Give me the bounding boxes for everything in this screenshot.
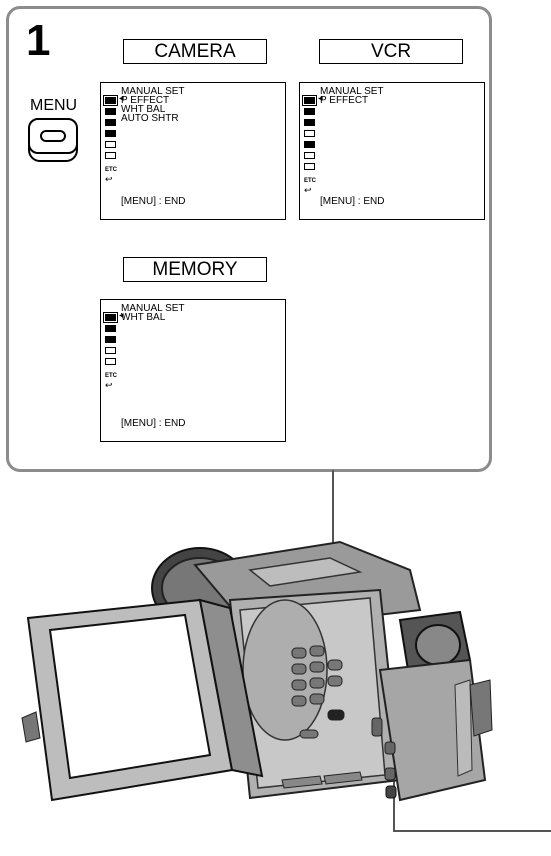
memory-menu-screen: MANUAL SET ETC ↩ WHT BAL [MENU] : END [100, 299, 286, 442]
camera-set-icon [105, 325, 119, 333]
lcd-set-icon [304, 119, 318, 127]
menu-button-label: MENU [30, 97, 78, 114]
menu-icon-column: ETC ↩ [103, 95, 124, 185]
menu-end-hint: [MENU] : END [121, 196, 186, 207]
menu-item: WHT BAL [121, 312, 166, 323]
return-icon: ↩ [304, 185, 312, 195]
menu-item: WHT BAL [121, 104, 166, 115]
camera-mode-label: CAMERA [123, 39, 267, 64]
leader-line [393, 830, 551, 832]
leader-line [393, 780, 395, 832]
lcd-set-icon [105, 336, 119, 344]
return-icon: ↩ [105, 174, 113, 184]
menu-end-hint: [MENU] : END [320, 196, 385, 207]
menu-items: P EFFECT WHT BAL AUTO SHTR [121, 95, 179, 124]
cm-set-icon [105, 130, 119, 138]
menu-icon-column: ETC ↩ [103, 312, 124, 391]
lcd-set-icon [105, 119, 119, 127]
menu-item: AUTO SHTR [121, 113, 179, 124]
menu-item: P EFFECT [121, 95, 170, 106]
vcr-set-icon [304, 108, 318, 116]
tape-set-icon [105, 141, 119, 149]
screen-title: MANUAL SET [320, 86, 384, 97]
memory-mode-label: MEMORY [123, 257, 267, 282]
camera-menu-screen: MANUAL SET ETC ↩ P EFFECT WHT BAL AUTO S… [100, 82, 286, 220]
memory-set-icon [105, 347, 119, 355]
setup-menu-icon [105, 358, 119, 366]
return-icon: ↩ [105, 380, 113, 390]
menu-item: P EFFECT [320, 95, 369, 106]
etc-icon: ETC [304, 178, 316, 184]
manual-set-icon [302, 95, 323, 106]
menu-icon-column: ETC ↩ [302, 95, 323, 196]
etc-icon: ETC [105, 373, 117, 379]
menu-button-oval [40, 130, 66, 142]
tape-set-icon [304, 152, 318, 160]
setup-menu-icon [304, 163, 318, 171]
cm-set-icon [304, 141, 318, 149]
etc-icon: ETC [105, 167, 117, 173]
step-1-panel: 1 MENU CAMERA MANUAL SET ETC ↩ P EFFECT … [6, 6, 492, 472]
menu-items: P EFFECT [320, 95, 369, 106]
menu-end-hint: [MENU] : END [121, 418, 186, 429]
camera-set-icon [105, 108, 119, 116]
vcr-mode-label: VCR [319, 39, 463, 64]
setup-menu-icon [105, 152, 119, 160]
manual-set-icon [103, 312, 124, 323]
step-number: 1 [26, 16, 51, 65]
vcr-menu-screen: MANUAL SET ETC ↩ P EFFECT [MENU] : END [299, 82, 485, 220]
menu-button[interactable] [28, 118, 78, 154]
menu-items: WHT BAL [121, 312, 166, 323]
manual-set-icon [103, 95, 124, 106]
memory-set-icon [304, 130, 318, 138]
screen-title: MANUAL SET [121, 86, 185, 97]
screen-title: MANUAL SET [121, 303, 185, 314]
camcorder-illustration [21, 540, 493, 802]
